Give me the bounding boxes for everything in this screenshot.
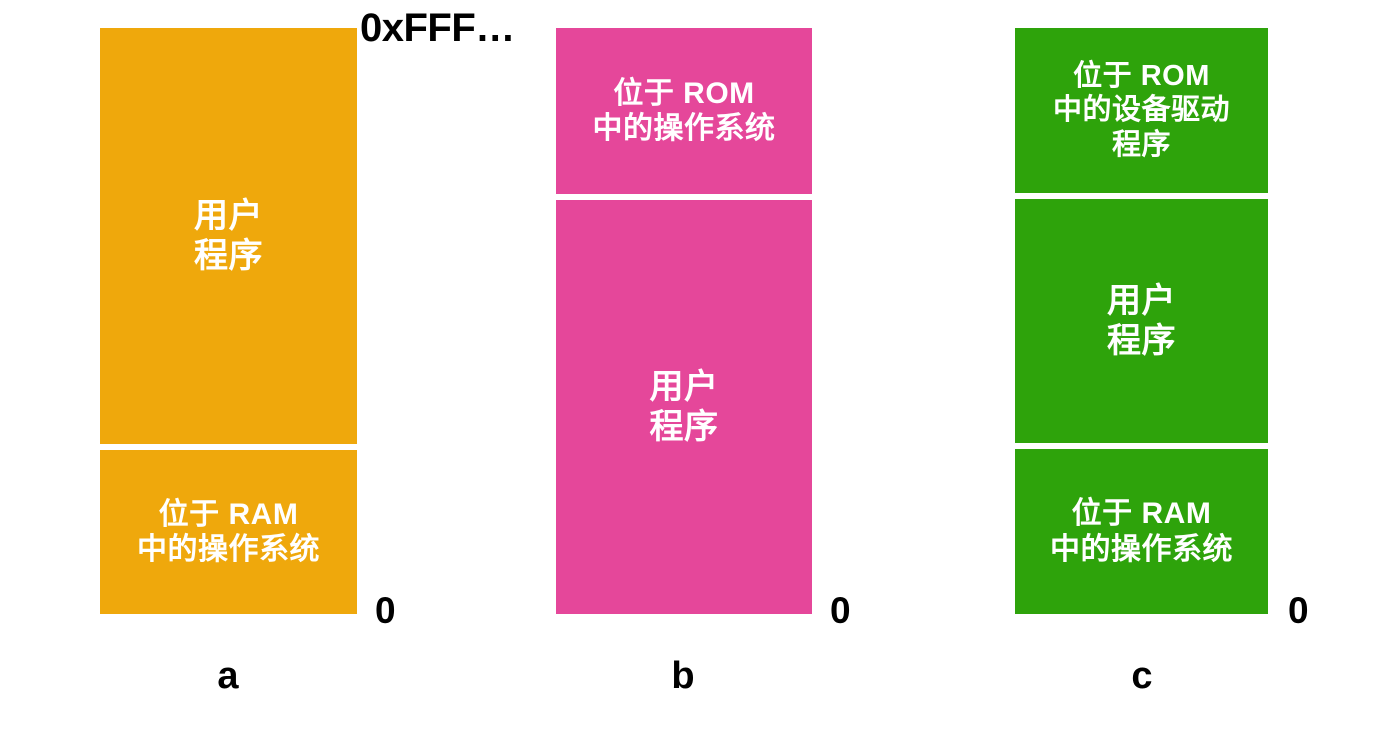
block-c-device-drivers-in-rom: 位于 ROM 中的设备驱动 程序	[1015, 28, 1268, 193]
block-c-user-program: 用户 程序	[1015, 199, 1268, 443]
block-b-os-rom-line-1: 位于 ROM	[613, 76, 755, 110]
block-b-os-rom-line-2: 中的操作系统	[592, 112, 776, 145]
block-a-operating-system-in-ram: 位于 RAM 中的操作系统	[100, 450, 357, 614]
block-c-user-program-line-2: 程序	[1107, 322, 1176, 360]
block-a-user-program: 用户 程序	[100, 28, 357, 444]
block-a-os-ram-line-2: 中的操作系统	[137, 533, 320, 566]
memory-column-b: 位于 ROM 中的操作系统 用户 程序	[556, 28, 812, 614]
block-c-drivers-rom-line-1: 位于 ROM	[1073, 60, 1210, 93]
column-caption-b: b	[671, 655, 695, 697]
block-c-operating-system-in-ram: 位于 RAM 中的操作系统	[1015, 449, 1268, 614]
zero-address-label-a: 0	[375, 590, 396, 631]
block-c-user-program-line-1: 用户	[1107, 281, 1176, 320]
column-caption-a: a	[217, 655, 239, 697]
zero-address-label-c: 0	[1288, 590, 1309, 631]
block-a-os-ram-line-1: 位于 RAM	[158, 497, 299, 531]
block-a-user-program-line-1: 用户	[194, 196, 263, 235]
block-c-os-ram-line-1: 位于 RAM	[1071, 497, 1212, 531]
block-b-user-program-line-2: 程序	[649, 408, 719, 446]
block-b-user-program-line-1: 用户	[649, 367, 719, 406]
memory-column-c: 位于 ROM 中的设备驱动 程序 用户 程序 位于 RAM 中的操作系统	[1015, 28, 1268, 614]
zero-address-label-b: 0	[830, 590, 851, 631]
top-address-label: 0xFFF…	[360, 6, 515, 50]
column-caption-c: c	[1131, 655, 1153, 697]
block-b-user-program: 用户 程序	[556, 200, 812, 614]
block-b-operating-system-in-rom: 位于 ROM 中的操作系统	[556, 28, 812, 194]
memory-column-a: 用户 程序 位于 RAM 中的操作系统	[100, 28, 357, 614]
block-c-drivers-rom-line-3: 程序	[1111, 128, 1171, 161]
block-c-os-ram-line-2: 中的操作系统	[1050, 532, 1233, 566]
block-a-user-program-line-2: 程序	[194, 237, 263, 275]
block-c-drivers-rom-line-2: 中的设备驱动	[1052, 94, 1230, 127]
